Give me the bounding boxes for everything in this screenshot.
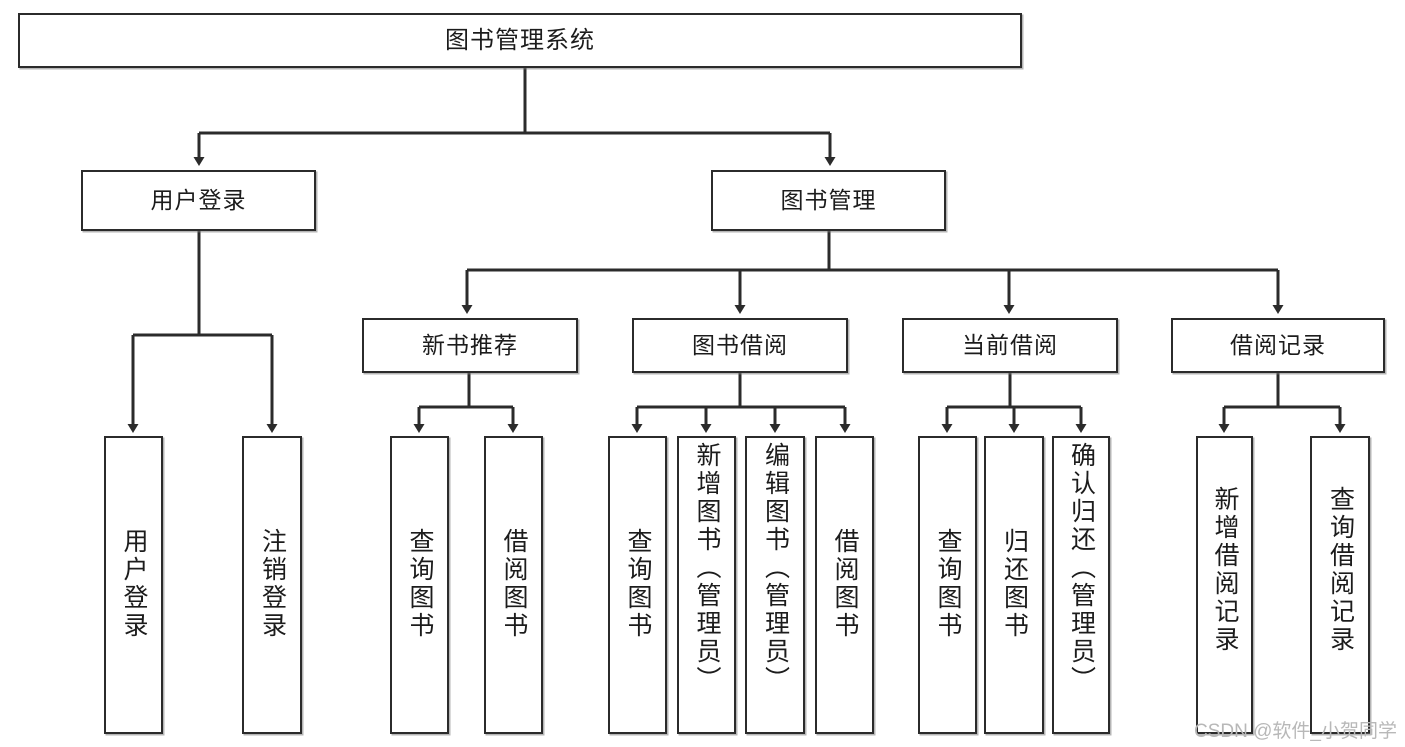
node-borrowing-record[interactable]: 借阅记录 [1171,318,1385,373]
leaf-confirm-return-admin[interactable]: 确认归还（管理员） [1052,436,1110,734]
node-label: 查询图书 [624,528,652,640]
node-label: 查询图书 [934,528,962,640]
node-label: 归还图书 [1000,528,1029,640]
watermark-text: CSDN @软件_小贺同学 [1194,721,1397,742]
leaf-query-borrowing-record[interactable]: 查询借阅记录 [1310,436,1370,734]
node-label: 编辑图书（管理员） [761,442,790,694]
node-label: 用户登录 [120,528,148,640]
node-label: 新增图书（管理员） [693,442,721,694]
node-label: 当前借阅 [962,332,1058,359]
leaf-add-borrowing-record[interactable]: 新增借阅记录 [1196,436,1253,734]
leaf-query-book-recommendation[interactable]: 查询图书 [390,436,449,734]
node-label: 新增借阅记录 [1211,486,1239,654]
node-book-borrowing[interactable]: 图书借阅 [632,318,848,373]
node-label: 用户登录 [150,187,247,214]
leaf-user-login[interactable]: 用户登录 [104,436,163,734]
leaf-edit-book-admin[interactable]: 编辑图书（管理员） [745,436,805,734]
node-label: 确认归还（管理员） [1067,442,1096,694]
node-label: 查询借阅记录 [1326,486,1355,654]
leaf-return-book[interactable]: 归还图书 [984,436,1044,734]
node-label: 借阅图书 [500,528,528,640]
node-label: 注销登录 [258,528,287,640]
leaf-logout[interactable]: 注销登录 [242,436,302,734]
node-root-library-system[interactable]: 图书管理系统 [18,13,1022,68]
node-label: 图书借阅 [692,332,788,359]
node-current-borrowing[interactable]: 当前借阅 [902,318,1118,373]
leaf-add-book-admin[interactable]: 新增图书（管理员） [677,436,736,734]
node-label: 查询图书 [406,528,434,640]
node-label: 借阅图书 [831,528,859,640]
leaf-borrow-book-recommendation[interactable]: 借阅图书 [484,436,543,734]
node-label: 新书推荐 [422,332,518,359]
node-new-book-recommendation[interactable]: 新书推荐 [362,318,578,373]
node-label: 图书管理 [780,187,877,214]
node-user-login[interactable]: 用户登录 [81,170,316,231]
node-book-management[interactable]: 图书管理 [711,170,946,231]
leaf-borrow-book-borrowing[interactable]: 借阅图书 [815,436,874,734]
leaf-query-book-current[interactable]: 查询图书 [918,436,977,734]
node-label: 借阅记录 [1230,332,1326,359]
leaf-query-book-borrowing[interactable]: 查询图书 [608,436,667,734]
node-label: 图书管理系统 [445,26,595,54]
